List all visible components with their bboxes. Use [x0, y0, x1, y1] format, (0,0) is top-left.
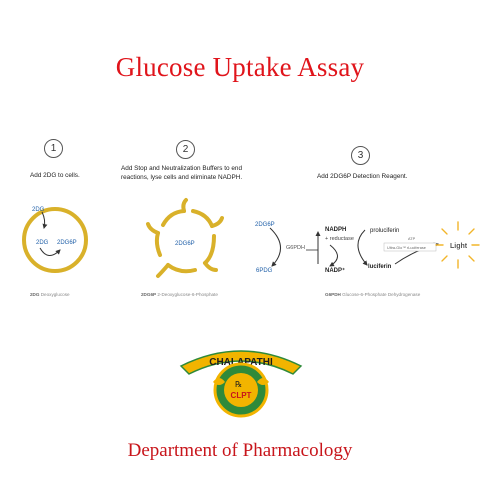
- caption-g6pdh: G6PDH Glucose-6-Phosphate Dehydrogenase: [325, 292, 420, 297]
- membrane-fragment-2: [191, 209, 214, 228]
- phosphorylation-arrow: [39, 247, 61, 256]
- label-6pdg-product: 6PDG: [256, 268, 273, 274]
- step-2-instruction-line1: Add Stop and Neutralization Buffers to e…: [121, 165, 243, 172]
- cell-membrane-1: [22, 207, 88, 273]
- membrane-tail-5: [146, 222, 160, 235]
- label-luciferin: luciferin: [368, 264, 392, 270]
- department-name: Department of Pharmacology: [127, 440, 353, 461]
- uptake-arrow-1: [41, 211, 48, 229]
- membrane-fragment-1: [161, 209, 186, 227]
- label-nadp: NADP⁺: [325, 267, 345, 274]
- chalapathi-logo: CHALAPATHI ℞ CLPT: [179, 350, 303, 418]
- membrane-tail-4: [156, 263, 170, 278]
- label-2dg6p-substrate: 2DG6P: [255, 222, 275, 228]
- caption-g6pdh-abbr: G6PDH: [325, 292, 341, 297]
- light-burst-icon: [435, 221, 480, 269]
- caption-2dg-text: Deoxyglucose: [40, 292, 70, 297]
- logo-seal-inner: [224, 373, 258, 407]
- logo-ribbon-text: CHALAPATHI: [209, 357, 273, 368]
- caption-2dg-abbr: 2DG: [30, 292, 40, 297]
- reductase-arc: [329, 244, 338, 267]
- label-2dg-outside: 2DG: [32, 207, 45, 213]
- label-g6pdh-enzyme: G6PDH: [286, 245, 305, 251]
- caption-2dg6p: 2DG6P 2-Deoxyglucose-6-Phosphate: [141, 292, 218, 297]
- label-proluciferin: proluciferin: [370, 228, 399, 234]
- step-1-number: 1: [44, 139, 63, 158]
- label-nadph: NADPH: [325, 227, 346, 233]
- proluciferin-arc: [357, 229, 368, 266]
- step-2-lysed-cell-diagram: 2DG6P: [146, 198, 224, 278]
- step-2-instruction-line2: reactions, lyse cells and eliminate NADP…: [121, 174, 243, 181]
- label-2dg6p-inside: 2DG6P: [57, 240, 77, 246]
- caption-g6pdh-text: Glucose-6-Phosphate Dehydrogenase: [342, 292, 421, 297]
- logo-rx-symbol: ℞: [235, 380, 242, 389]
- membrane-fragment-4: [166, 263, 197, 274]
- luciferase-box: [383, 242, 437, 252]
- label-light: Light: [450, 243, 468, 250]
- step-3-instruction: Add 2DG6P Detection Reagent.: [317, 173, 408, 180]
- step-3-reaction-diagram: 2DG6P 6PDG G6PDH NADPH + reductase NADP⁺…: [255, 221, 480, 274]
- g6pdh-reaction-arc: [269, 227, 281, 267]
- step-2-number: 2: [176, 140, 195, 159]
- page-title: Glucose Uptake Assay: [115, 52, 365, 82]
- membrane-tail-1: [181, 198, 188, 213]
- step-3-number: 3: [351, 146, 370, 165]
- membrane-tail-3: [203, 261, 218, 272]
- membrane-fragment-5: [154, 231, 162, 257]
- logo-abbr: CLPT: [231, 391, 252, 400]
- step-1-instruction: Add 2DG to cells.: [30, 172, 80, 179]
- label-luciferase: Ultra-Glo™ rLuciferase: [387, 246, 426, 250]
- label-atp: ATP: [408, 237, 416, 241]
- step-1-cell-diagram: 2DG 2DG 2DG6P: [22, 207, 88, 273]
- logo-leaf-left: [213, 378, 225, 385]
- logo-leaf-right: [257, 378, 269, 385]
- logo-ribbon-arc: [179, 350, 303, 375]
- caption-2dg6p-abbr: 2DG6P: [141, 292, 157, 297]
- membrane-fragment-3: [203, 234, 216, 265]
- label-2dg6p-lysate: 2DG6P: [175, 241, 195, 247]
- caption-2dg6p-text: 2-Deoxyglucose-6-Phosphate: [157, 292, 218, 297]
- membrane-tail-2: [210, 216, 224, 228]
- label-reductase: + reductase: [325, 236, 354, 242]
- label-2dg-inside: 2DG: [36, 240, 49, 246]
- step-2-instruction: Add Stop and Neutralization Buffers to e…: [121, 164, 242, 182]
- caption-2dg: 2DG Deoxyglucose: [30, 292, 70, 297]
